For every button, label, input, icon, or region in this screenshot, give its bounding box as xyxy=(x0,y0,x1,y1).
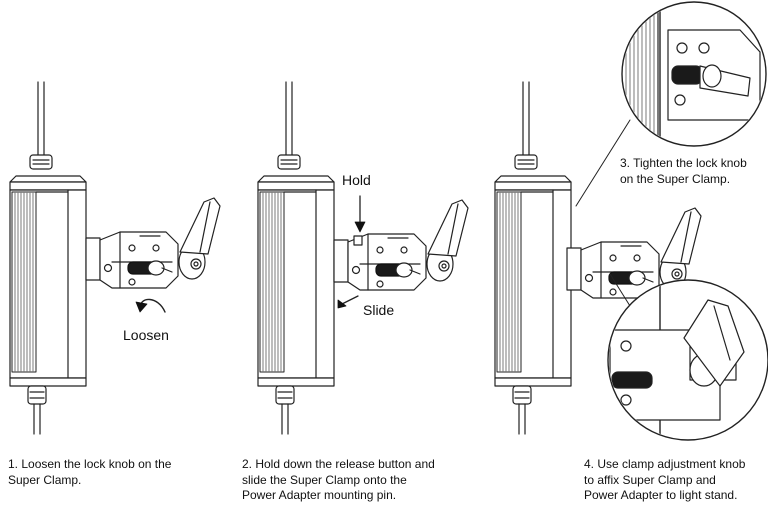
step-4-caption: 4. Use clamp adjustment knob to affix Su… xyxy=(584,457,746,502)
panel-1-drawing xyxy=(9,81,221,435)
hold-label: Hold xyxy=(342,172,371,188)
slide-label: Slide xyxy=(363,302,395,318)
panel-2-drawing xyxy=(257,81,469,435)
step-2-caption: 2. Hold down the release button and slid… xyxy=(242,457,435,502)
loosen-label: Loosen xyxy=(123,327,169,343)
detail-view-clamp-adjust xyxy=(607,279,768,441)
step-3-caption: 3. Tighten the lock knob on the Super Cl… xyxy=(620,156,747,186)
step-1-caption: 1. Loosen the lock knob on the Super Cla… xyxy=(8,457,172,487)
detail-view-tighten xyxy=(621,1,767,147)
